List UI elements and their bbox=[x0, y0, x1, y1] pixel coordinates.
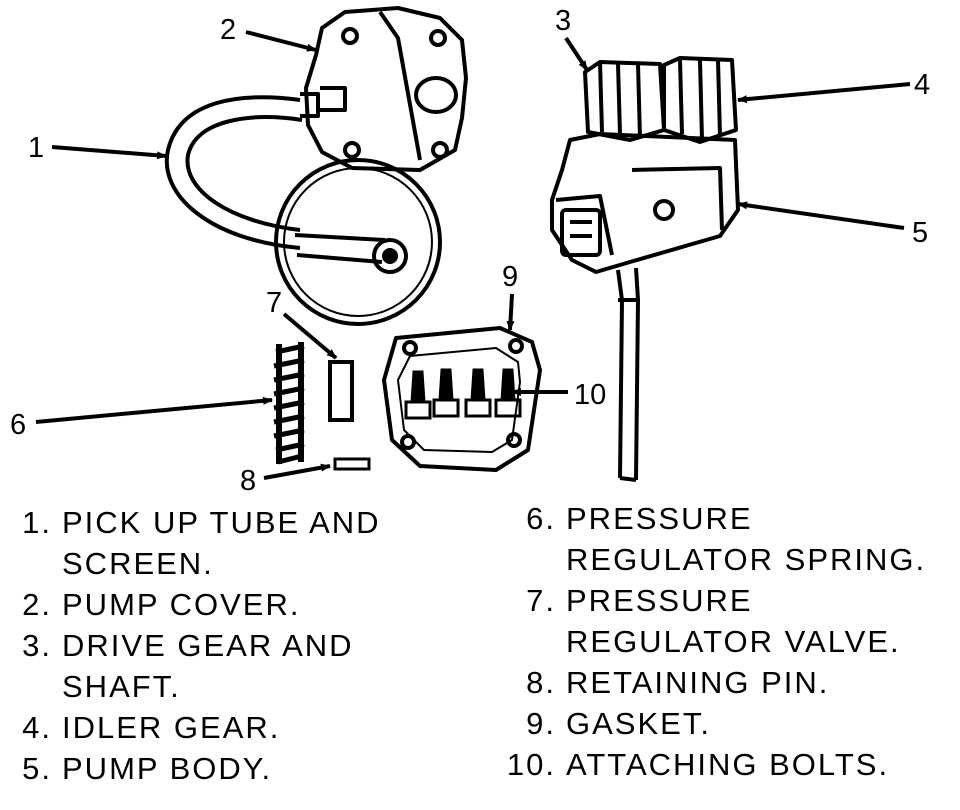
bolt bbox=[464, 368, 492, 418]
bolt bbox=[494, 368, 522, 418]
legend-item-text: PUMP BODY. bbox=[62, 751, 273, 786]
legend-item: 3. DRIVE GEAR AND SHAFT. bbox=[10, 625, 450, 707]
legend-item-number: 6. bbox=[526, 501, 556, 536]
legend-item: 4. IDLER GEAR. bbox=[10, 707, 450, 748]
leader-arrow-4 bbox=[737, 82, 911, 104]
attaching-bolts bbox=[404, 368, 522, 420]
legend-item-text: DRIVE GEAR AND SHAFT. bbox=[62, 628, 354, 704]
pickup-tube-and-screen bbox=[164, 95, 442, 326]
callout-7: 7 bbox=[266, 287, 282, 319]
gasket bbox=[382, 326, 542, 472]
pressure-regulator-valve bbox=[328, 360, 354, 422]
legend-item-text: PUMP COVER. bbox=[62, 587, 301, 622]
legend-item: 9. GASKET. bbox=[500, 703, 955, 744]
legend-item-text: IDLER GEAR. bbox=[62, 710, 281, 745]
parts-legend-left: 1. PICK UP TUBE AND SCREEN. 2. PUMP COVE… bbox=[10, 502, 450, 789]
leader-arrow-2 bbox=[245, 30, 317, 52]
bolt bbox=[404, 370, 432, 420]
leader-arrow-5 bbox=[737, 201, 905, 230]
leader-arrow-6 bbox=[35, 396, 273, 424]
legend-item: 1. PICK UP TUBE AND SCREEN. bbox=[10, 502, 450, 584]
callout-10: 10 bbox=[574, 379, 606, 411]
legend-item-number: 9. bbox=[526, 706, 556, 741]
legend-item-number: 5. bbox=[22, 751, 52, 786]
legend-item-text: GASKET. bbox=[566, 706, 711, 741]
legend-item-text: ATTACHING BOLTS. bbox=[566, 747, 890, 782]
legend-item: 8. RETAINING PIN. bbox=[500, 662, 955, 703]
legend-item-number: 8. bbox=[526, 665, 556, 700]
leader-arrow-1 bbox=[51, 145, 167, 160]
leader-arrow-7 bbox=[282, 312, 338, 360]
pressure-regulator-spring bbox=[273, 342, 305, 465]
callout-6: 6 bbox=[10, 409, 26, 441]
retaining-pin bbox=[333, 457, 371, 471]
legend-item: 10. ATTACHING BOLTS. bbox=[500, 744, 955, 785]
callout-3: 3 bbox=[555, 5, 571, 37]
pump-cover bbox=[300, 6, 468, 172]
parts-legend-right: 6. PRESSURE REGULATOR SPRING. 7. PRESSUR… bbox=[500, 498, 955, 785]
legend-item: 2. PUMP COVER. bbox=[10, 584, 450, 625]
legend-item: 7. PRESSURE REGULATOR VALVE. bbox=[500, 580, 955, 662]
legend-item-number: 10. bbox=[506, 747, 556, 782]
legend-item-text: PICK UP TUBE AND SCREEN. bbox=[62, 505, 381, 581]
legend-item: 6. PRESSURE REGULATOR SPRING. bbox=[500, 498, 955, 580]
legend-item-number: 1. bbox=[22, 505, 52, 540]
legend-item-number: 7. bbox=[526, 583, 556, 618]
callout-5: 5 bbox=[912, 217, 928, 249]
legend-item-text: PRESSURE REGULATOR SPRING. bbox=[566, 501, 927, 577]
legend-item-number: 3. bbox=[22, 628, 52, 663]
callout-8: 8 bbox=[240, 465, 256, 497]
callout-4: 4 bbox=[914, 69, 930, 101]
legend-item: 5. PUMP BODY. bbox=[10, 748, 450, 789]
legend-item-text: PRESSURE REGULATOR VALVE. bbox=[566, 583, 901, 659]
callout-2: 2 bbox=[220, 14, 236, 46]
leader-arrow-3 bbox=[564, 36, 589, 72]
legend-item-number: 4. bbox=[22, 710, 52, 745]
leader-arrows bbox=[35, 30, 911, 480]
bolt bbox=[432, 368, 460, 418]
leader-arrow-8 bbox=[263, 463, 331, 480]
callout-9: 9 bbox=[502, 261, 518, 293]
legend-item-text: RETAINING PIN. bbox=[566, 665, 830, 700]
leader-arrow-9 bbox=[506, 293, 515, 331]
callout-1: 1 bbox=[28, 132, 44, 164]
legend-item-number: 2. bbox=[22, 587, 52, 622]
pump-body-assembly bbox=[550, 56, 740, 482]
